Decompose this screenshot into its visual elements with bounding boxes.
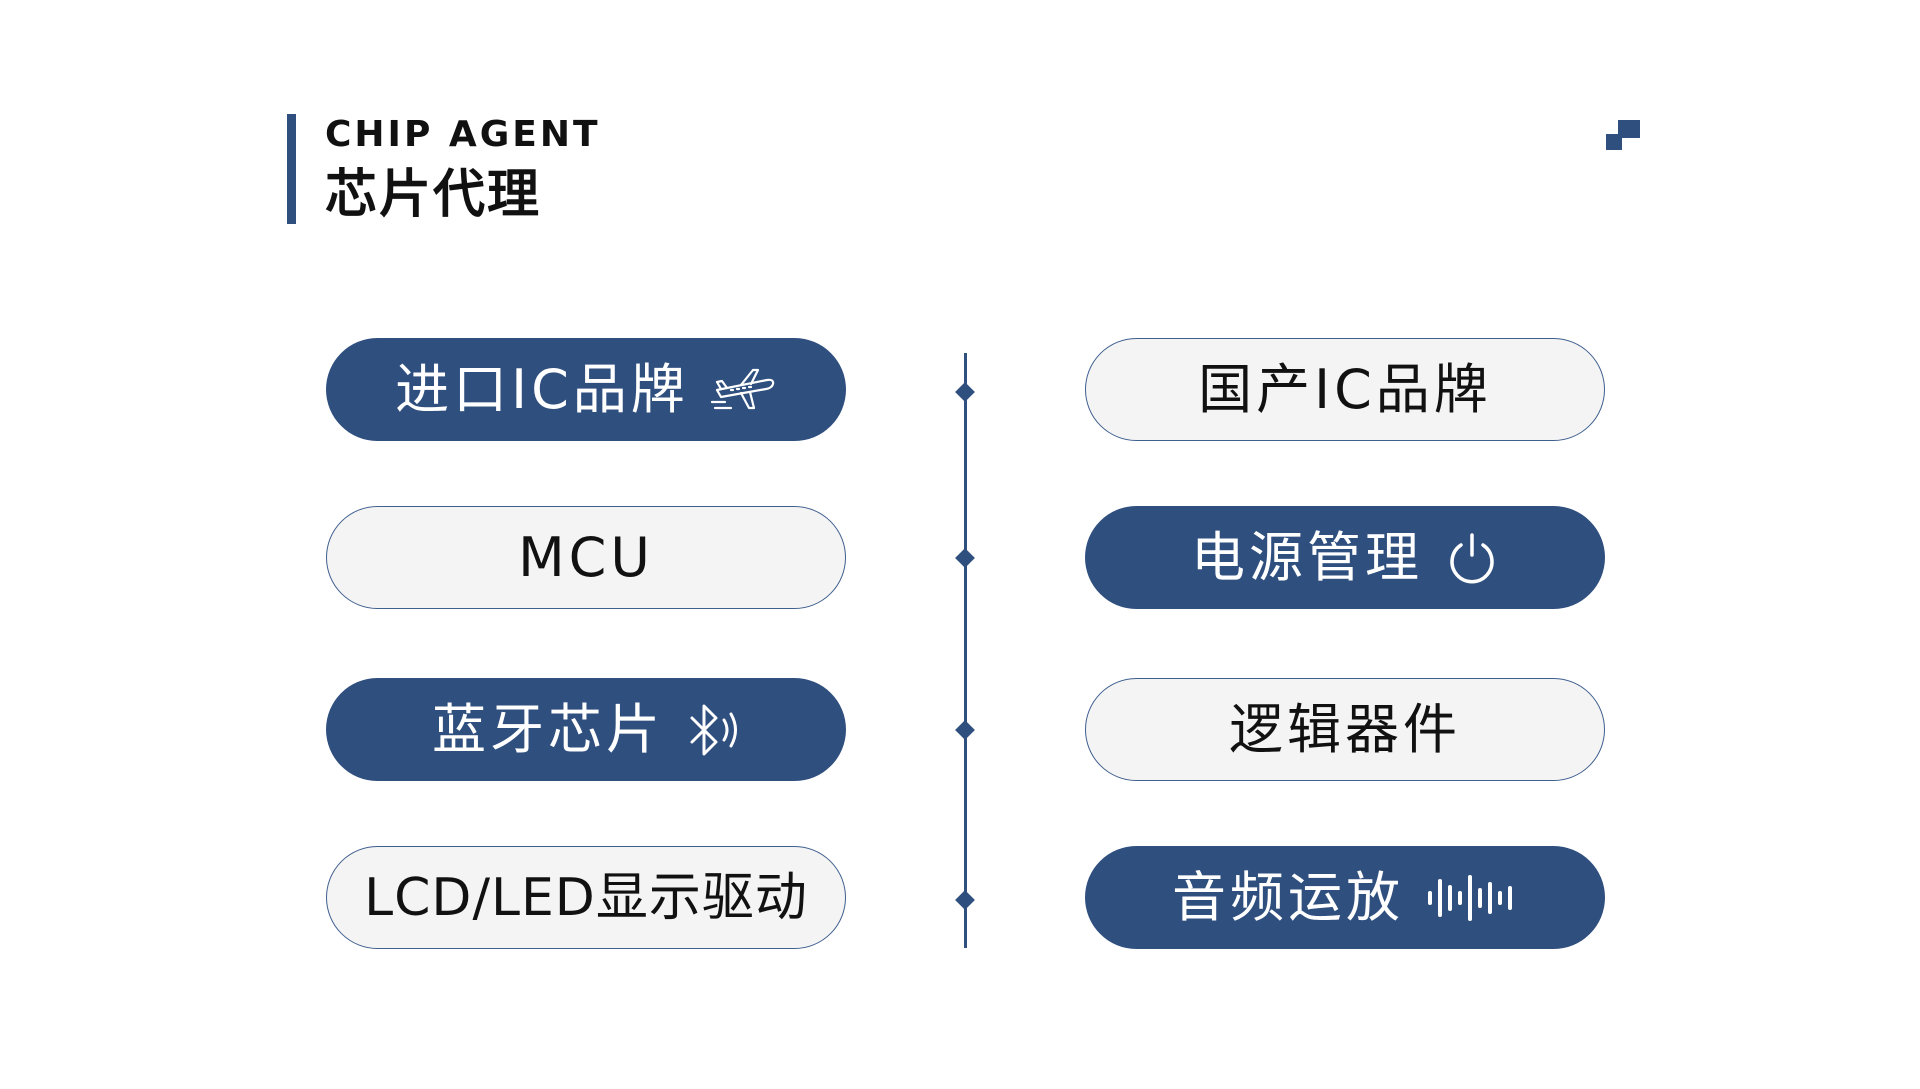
pill-label: 进口IC品牌 <box>395 357 689 421</box>
pill-domestic-ic-brands[interactable]: 国产IC品牌 <box>1085 338 1605 441</box>
divider-diamond <box>955 548 975 568</box>
pill-imported-ic-brands[interactable]: 进口IC品牌 <box>326 338 846 441</box>
pill-label: MCU <box>518 525 654 589</box>
pill-label: 国产IC品牌 <box>1198 357 1492 421</box>
title-english: CHIP AGENT <box>325 114 601 155</box>
divider-diamond <box>955 720 975 740</box>
title-accent-bar <box>287 114 296 224</box>
pill-power-management[interactable]: 电源管理 <box>1085 506 1605 609</box>
pill-bluetooth-chips[interactable]: 蓝牙芯片 <box>326 678 846 781</box>
pill-label: LCD/LED显示驱动 <box>364 867 808 928</box>
pill-label: 音频运放 <box>1172 865 1404 929</box>
pill-lcd-led-driver[interactable]: LCD/LED显示驱动 <box>326 846 846 949</box>
pill-logic-devices[interactable]: 逻辑器件 <box>1085 678 1605 781</box>
title-chinese: 芯片代理 <box>325 165 542 225</box>
power-icon <box>1445 531 1499 585</box>
divider-diamond <box>955 382 975 402</box>
corner-logo-icon <box>1606 120 1640 150</box>
bluetooth-icon <box>686 702 740 758</box>
audio-wave-icon <box>1426 873 1518 923</box>
pill-label: 蓝牙芯片 <box>432 697 664 761</box>
pill-label: 电源管理 <box>1191 525 1423 589</box>
airplane-icon <box>710 366 777 414</box>
pill-audio-amplifier[interactable]: 音频运放 <box>1085 846 1605 949</box>
pill-label: 逻辑器件 <box>1229 697 1461 761</box>
pill-mcu[interactable]: MCU <box>326 506 846 609</box>
center-divider <box>964 353 967 948</box>
divider-diamond <box>955 890 975 910</box>
